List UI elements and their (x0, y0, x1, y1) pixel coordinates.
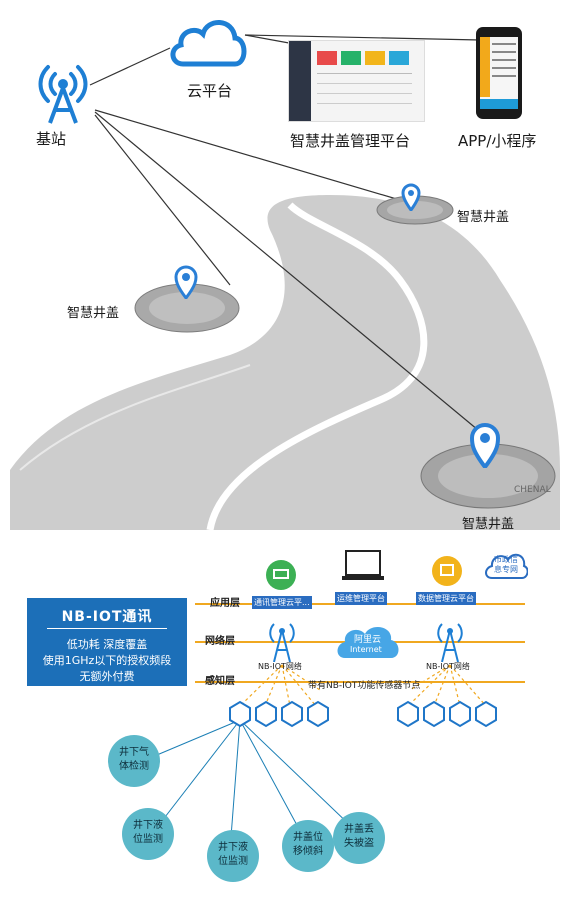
chart-icon (432, 556, 462, 586)
gov-cloud-icon (482, 548, 529, 582)
platform-screenshot (288, 40, 425, 122)
internet-label: Internet (350, 645, 382, 654)
bubble-level-1 (122, 808, 174, 860)
bubble-gas (108, 735, 160, 787)
manhole-cover-1 (375, 190, 455, 226)
app-label: APP/小程序 (458, 132, 537, 150)
cover-label-2: 智慧井盖 (67, 306, 120, 321)
phone-screenshot (476, 27, 522, 119)
nbiot-line-3: 无额外付费 (79, 670, 135, 683)
location-pin-icon (401, 183, 421, 213)
gov-label-1: 市政信 (494, 555, 518, 564)
sensor-cubes (228, 700, 508, 728)
gov-label-2: 息专网 (494, 565, 518, 574)
monitor-icon (266, 560, 296, 590)
tower-label-1: NB-IOT网络 (258, 662, 302, 671)
platform-label: 智慧井盖管理平台 (290, 132, 411, 150)
bubble-theft-l1: 井盖丢 (344, 824, 374, 835)
cover-label-1: 智慧井盖 (457, 210, 510, 225)
bubble-level-2-l2: 位监测 (218, 856, 248, 867)
cover-ring-text: CHENAL (514, 485, 551, 495)
layer-network: 网络层 (205, 636, 235, 647)
bubble-gas-l1: 井下气 (119, 747, 149, 758)
laptop-icon (340, 549, 386, 585)
tower-icon (434, 618, 466, 663)
cover-label-3: 智慧井盖 (462, 517, 515, 532)
bubble-level-1-l1: 井下液 (133, 820, 163, 831)
aliyun-label: 阿里云 (354, 635, 382, 645)
nbiot-title: NB-IOT通讯 (61, 609, 153, 625)
layer-perception: 感知层 (205, 676, 235, 687)
location-pin-icon (174, 265, 198, 301)
tower-icon (266, 618, 298, 663)
base-station-label: 基站 (36, 130, 67, 148)
app-label-1: 通讯管理云平... (252, 596, 312, 609)
layer-application: 应用层 (210, 598, 240, 609)
nbiot-line-1: 低功耗 深度覆盖 (66, 638, 148, 651)
bubble-tilt-l1: 井盖位 (293, 832, 323, 843)
bubble-tilt-l2: 移倾斜 (293, 846, 323, 857)
bubble-level-2-l1: 井下液 (218, 842, 248, 853)
cloud-icon (165, 12, 250, 72)
bubble-gas-l2: 体检测 (119, 761, 149, 772)
app-label-3: 数据管理云平台 (416, 592, 476, 605)
manhole-cover-3: CHENAL (418, 440, 558, 512)
aliyun-cloud-icon (333, 620, 403, 662)
nbiot-info-box: NB-IOT通讯 低功耗 深度覆盖 使用1GHz以下的授权频段 无额外付费 (27, 598, 187, 686)
bubble-tilt (282, 820, 334, 872)
bubble-level-2 (207, 830, 259, 882)
bubble-theft (333, 812, 385, 864)
nbiot-line-2: 使用1GHz以下的授权频段 (42, 654, 172, 667)
location-pin-icon (469, 422, 501, 471)
bubble-level-1-l2: 位监测 (133, 834, 163, 845)
cloud-label: 云平台 (187, 82, 233, 100)
app-label-2: 运维管理平台 (335, 592, 387, 605)
sensor-node-label: 带有NB-IOT功能传感器节点 (308, 681, 421, 691)
bubble-theft-l2: 失被盗 (344, 838, 374, 849)
tower-label-2: NB-IOT网络 (426, 662, 470, 671)
base-station-icon (28, 55, 98, 125)
